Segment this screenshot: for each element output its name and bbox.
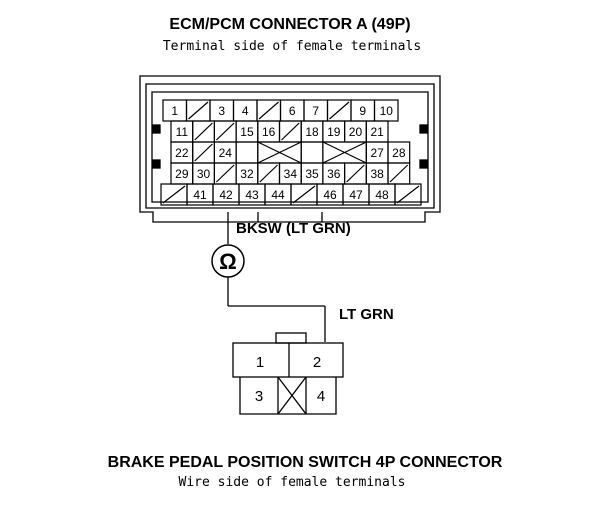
ecm-cavity-unused [292, 185, 316, 204]
ecm-terminal-number: 16 [262, 125, 276, 139]
ecm-terminal-number: 7 [312, 104, 319, 118]
ecm-cavity-unused [188, 101, 209, 120]
ecm-terminal-number: 38 [370, 167, 384, 181]
ecm-terminal-number: 24 [219, 146, 233, 160]
ecm-cavity-cross [322, 141, 367, 164]
ecm-connector-subtitle: Terminal side of female terminals [163, 39, 421, 54]
ecm-terminal-number: 35 [305, 167, 319, 181]
ecm-cavity-unused [162, 185, 186, 204]
ecm-terminal-number: 18 [305, 125, 319, 139]
ecm-terminal-number: 32 [240, 167, 254, 181]
ecm-terminal-number: 41 [193, 188, 207, 202]
ecm-cavity-unused [389, 164, 409, 183]
ecm-terminal-number: 48 [375, 188, 389, 202]
ecm-terminal-number: 46 [323, 188, 337, 202]
ecm-cavity [300, 141, 324, 164]
ecm-terminal-number: 36 [327, 167, 341, 181]
ecm-terminal-number: 28 [392, 146, 406, 160]
ecm-terminal-number: 21 [370, 125, 384, 139]
ecm-cavity-unused [194, 122, 213, 141]
ecm-terminal-number: 43 [245, 188, 259, 202]
ecm-terminal-number: 47 [349, 188, 363, 202]
ecm-terminal-number: 34 [284, 167, 298, 181]
ecm-terminal-number: 11 [176, 125, 189, 139]
ecm-terminal-number: 6 [289, 104, 296, 118]
ecm-cavity-unused [258, 101, 279, 120]
ecm-cavity-unused [346, 164, 365, 183]
ecm-terminal-number: 1 [171, 104, 178, 118]
ecm-cavity-unused [281, 122, 300, 141]
ecm-terminal-number: 30 [197, 167, 211, 181]
ecm-terminal-number: 20 [349, 125, 363, 139]
ohmmeter-icon [211, 244, 245, 278]
ecm-cavity [394, 183, 422, 206]
ecm-terminal-number: 10 [380, 104, 394, 118]
ecm-terminal-number: 27 [370, 146, 384, 160]
ecm-cavity-unused [194, 143, 213, 162]
brake-terminal-1: 1 [256, 354, 264, 371]
brake-terminal-4: 4 [317, 388, 325, 405]
brake-connector-body [232, 332, 344, 415]
ecm-cavity-unused [396, 185, 420, 204]
brake-connector-title: BRAKE PEDAL POSITION SWITCH 4P CONNECTOR [108, 454, 503, 471]
ecm-connector-title: ECM/PCM CONNECTOR A (49P) [169, 16, 410, 33]
ecm-terminal-number: 19 [327, 125, 341, 139]
ecm-cavity-cross [257, 141, 302, 164]
ecm-cavity-unused [215, 164, 235, 183]
brake-connector-subtitle: Wire side of female terminals [179, 475, 406, 490]
brake-terminal-2: 2 [313, 354, 321, 371]
ecm-cavity-unused [329, 101, 350, 120]
ecm-connector-body [139, 75, 441, 223]
ecm-terminal-number: 44 [271, 188, 285, 202]
ecm-cavity-unused [259, 164, 278, 183]
ohmmeter-symbol: Ω [219, 249, 237, 274]
test-wiring [227, 212, 326, 342]
bksw-wire-label: BKSW (LT GRN) [236, 220, 351, 237]
ecm-terminal-number: 3 [218, 104, 225, 118]
ecm-terminal-number: 15 [240, 125, 254, 139]
ecm-terminal-number: 4 [242, 104, 249, 118]
brake-terminal-3: 3 [255, 388, 263, 405]
ecm-cavity [235, 141, 259, 164]
ecm-terminal-number: 29 [175, 167, 189, 181]
ecm-cavity-unused [215, 122, 235, 141]
ecm-terminal-number: 9 [359, 104, 366, 118]
ecm-terminal-number: 22 [175, 146, 189, 160]
ecm-terminal-number: 42 [219, 188, 233, 202]
lt-grn-wire-label: LT GRN [339, 306, 394, 323]
